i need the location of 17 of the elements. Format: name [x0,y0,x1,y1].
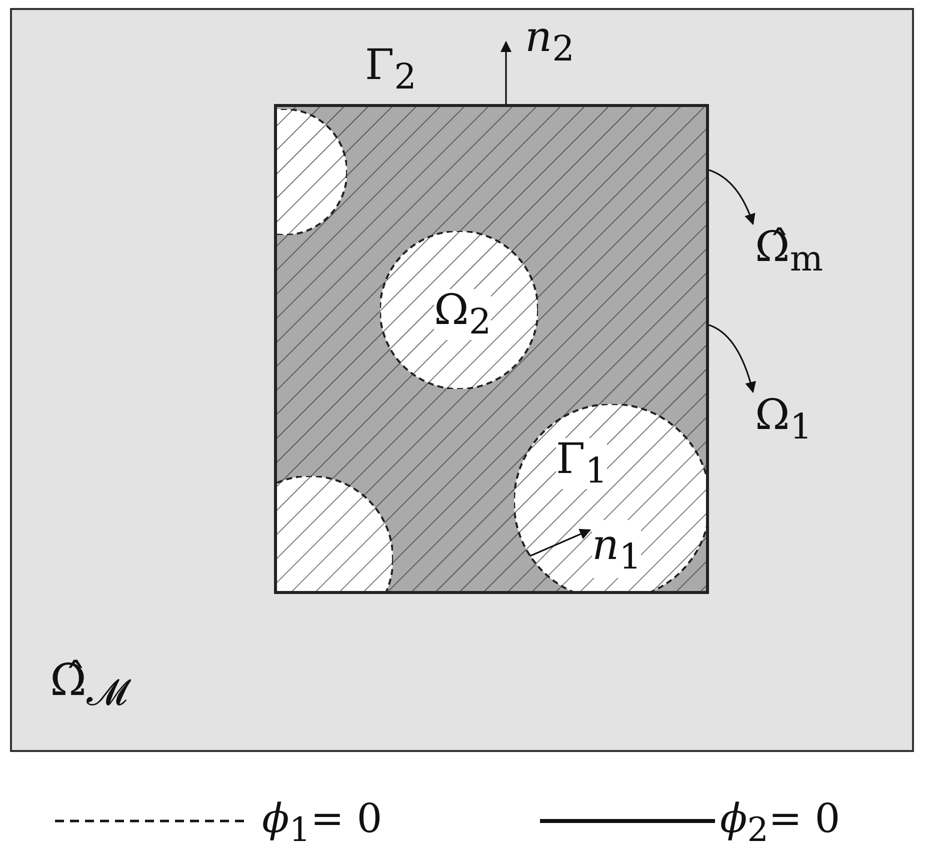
legend-label: ϕ$_{1}$= 0 [262,795,382,846]
region-label: Ω$_{2}$ [434,289,492,340]
inclusion-circle [274,109,347,235]
normal-vector-label: n$_{2}$ [525,12,574,70]
leader-arrow [708,324,756,394]
legend-label: ϕ$_{2}$= 0 [720,795,840,846]
inclusion-circle [380,231,538,389]
domain-rectangle [10,8,914,752]
boundary-label: Γ$_{2}$ [365,40,416,98]
inclusion-circle [274,476,393,594]
region-label: Ω̂$_{m}$ [755,222,824,280]
inclusion-circle [514,404,709,594]
region-label: Γ$_{1}$ [556,438,608,490]
region-label: Ω$_{1}$ [755,390,812,448]
cell-square [274,104,709,594]
leader-arrow [708,169,755,226]
normal-vector-label: n$_{1}$ [592,520,642,578]
